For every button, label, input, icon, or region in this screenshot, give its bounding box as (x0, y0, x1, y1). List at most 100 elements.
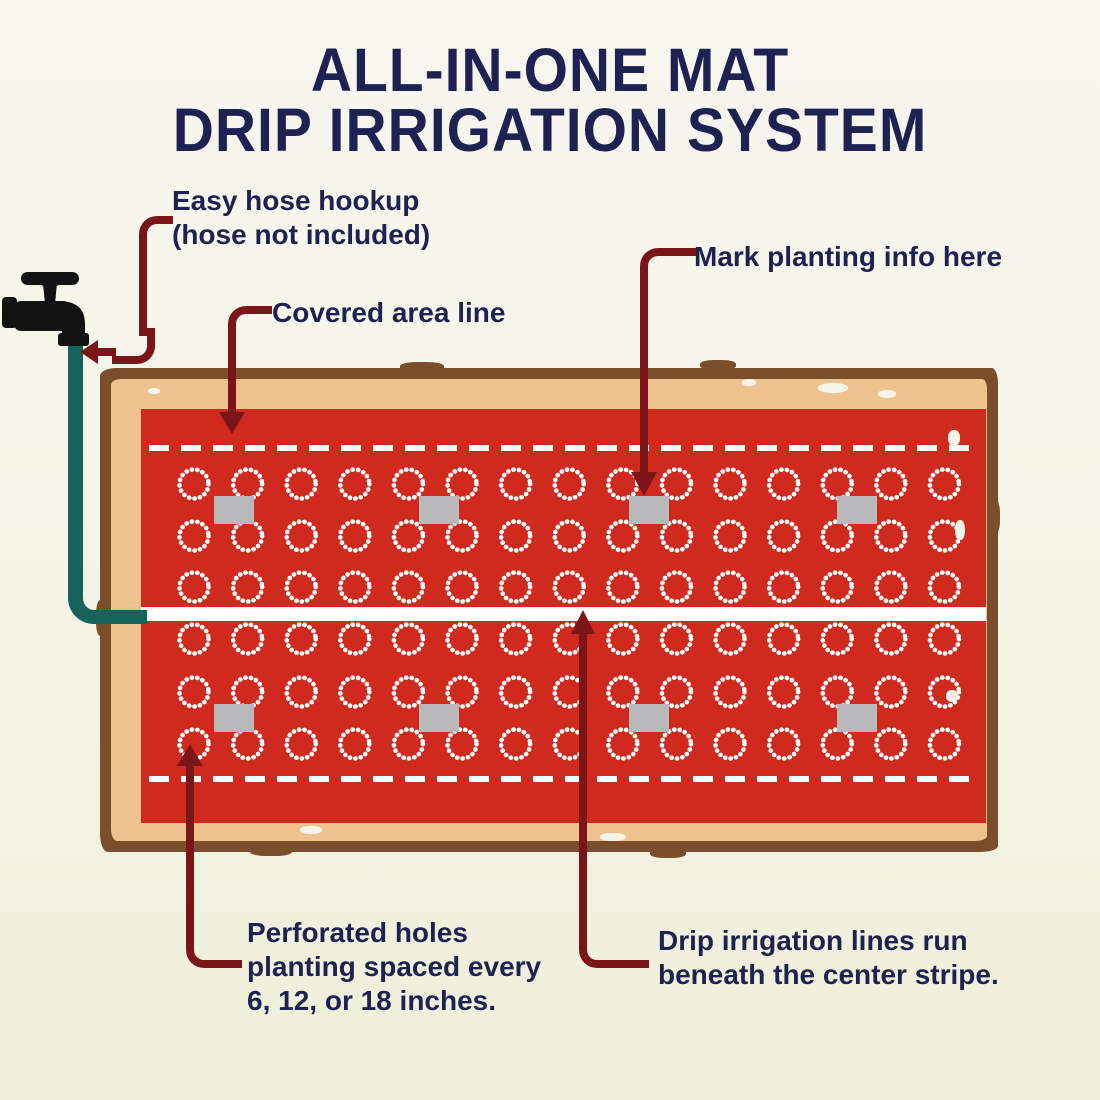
planting-marker (419, 704, 459, 732)
mark-arrow-elbow (640, 248, 696, 284)
perforated-hole (659, 675, 694, 709)
perforated-hole (766, 467, 801, 501)
planting-marker (837, 704, 877, 732)
perforated-hole (338, 570, 372, 604)
perforated-hole (284, 570, 318, 604)
covered-area-line-bottom (149, 776, 978, 782)
distress-speck (946, 690, 958, 702)
perforated-hole (498, 727, 533, 761)
perforated-hole (498, 622, 533, 656)
distress-speck (948, 430, 960, 446)
perforated-hole (552, 519, 587, 553)
perforated-hole (338, 675, 372, 709)
hookup-label: Easy hose hookup (hose not included) (172, 184, 430, 252)
mark-arrow-vertical (640, 272, 648, 474)
perforated-hole (820, 519, 855, 553)
perforated-hole (391, 727, 426, 761)
perforated-hole (284, 675, 318, 709)
perforated-label-line-2: planting spaced every (247, 951, 542, 982)
perforated-hole (659, 467, 694, 501)
mat-border (111, 379, 987, 841)
planting-marker (214, 496, 254, 524)
title-line-2: DRIP IRRIGATION SYSTEM (172, 96, 928, 166)
title-line-1: ALL-IN-ONE MAT (310, 35, 790, 105)
perforated-hole (177, 519, 211, 553)
perforated-arrow-vertical (186, 762, 194, 938)
perforated-hole (766, 570, 801, 604)
perforated-hole (873, 622, 908, 656)
perforated-hole (659, 622, 694, 656)
perforated-hole (284, 467, 318, 501)
perforated-hole (177, 467, 211, 501)
perforated-hole (552, 467, 587, 501)
perforated-hole (230, 519, 265, 553)
perforated-hole (230, 467, 265, 501)
perforated-hole (445, 519, 479, 553)
distress-speck (148, 388, 160, 394)
perforated-label: Perforated holes planting spaced every 6… (247, 916, 541, 1018)
perforated-hole (927, 727, 962, 761)
mat-holes-svg (177, 467, 962, 761)
edge-notch (700, 360, 736, 370)
drip-arrow-vertical (579, 632, 587, 934)
perforated-hole (820, 622, 855, 656)
perforated-hole (605, 570, 640, 604)
perforated-arrow-elbow (186, 930, 242, 968)
faucet-outlet (58, 333, 89, 346)
distress-speck (742, 379, 756, 386)
distress-speck (878, 390, 896, 398)
hookup-arrow-vertical (139, 240, 147, 336)
hookup-label-line-1: Easy hose hookup (172, 185, 420, 216)
perforated-label-line-1: Perforated holes (247, 917, 468, 948)
perforated-hole (445, 622, 479, 656)
perforated-hole (177, 675, 211, 709)
perforated-hole (766, 727, 801, 761)
perforated-hole (659, 570, 694, 604)
perforated-hole (177, 570, 211, 604)
drip-label-line-1: Drip irrigation lines run (658, 925, 968, 956)
perforated-hole (338, 467, 372, 501)
perforated-hole (873, 570, 908, 604)
perforated-hole (445, 675, 479, 709)
perforated-hole (927, 675, 962, 709)
perforated-hole (498, 570, 533, 604)
perforated-hole (230, 570, 265, 604)
covered-label: Covered area line (272, 296, 505, 330)
distress-speck (600, 833, 626, 841)
perforated-hole (338, 519, 372, 553)
perforated-hole (338, 622, 372, 656)
perforated-hole (498, 467, 533, 501)
hookup-arrow-bottom-elbow (112, 328, 155, 364)
perforated-hole (713, 519, 747, 553)
perforated-hole (391, 519, 426, 553)
mat-outer-edge (100, 368, 998, 852)
perforated-hole (927, 622, 962, 656)
perforated-hole (284, 519, 318, 553)
perforated-hole (605, 675, 640, 709)
drip-arrowhead-up (571, 610, 595, 634)
perforated-hole (498, 675, 533, 709)
perforated-hole (659, 519, 694, 553)
hookup-label-line-2: (hose not included) (172, 219, 431, 250)
planting-marker (629, 496, 669, 524)
hookup-arrow-top-elbow (139, 216, 173, 252)
hookup-arrow-horizontal (96, 348, 116, 356)
perforated-hole (391, 570, 426, 604)
perforated-hole (552, 570, 587, 604)
planting-marker (837, 496, 877, 524)
perforated-hole (766, 519, 801, 553)
perforated-label-line-3: 6, 12, or 18 inches. (247, 985, 497, 1016)
perforated-hole (498, 519, 533, 553)
perforated-hole (605, 727, 640, 761)
planting-marker (214, 704, 254, 732)
perforated-hole (659, 727, 694, 761)
perforated-hole (873, 467, 908, 501)
perforated-hole (445, 467, 479, 501)
distress-speck (818, 383, 848, 393)
perforated-hole (873, 519, 908, 553)
covered-arrow-elbow (228, 306, 272, 342)
perforated-hole (766, 622, 801, 656)
edge-notch (400, 362, 444, 372)
perforated-hole (391, 675, 426, 709)
